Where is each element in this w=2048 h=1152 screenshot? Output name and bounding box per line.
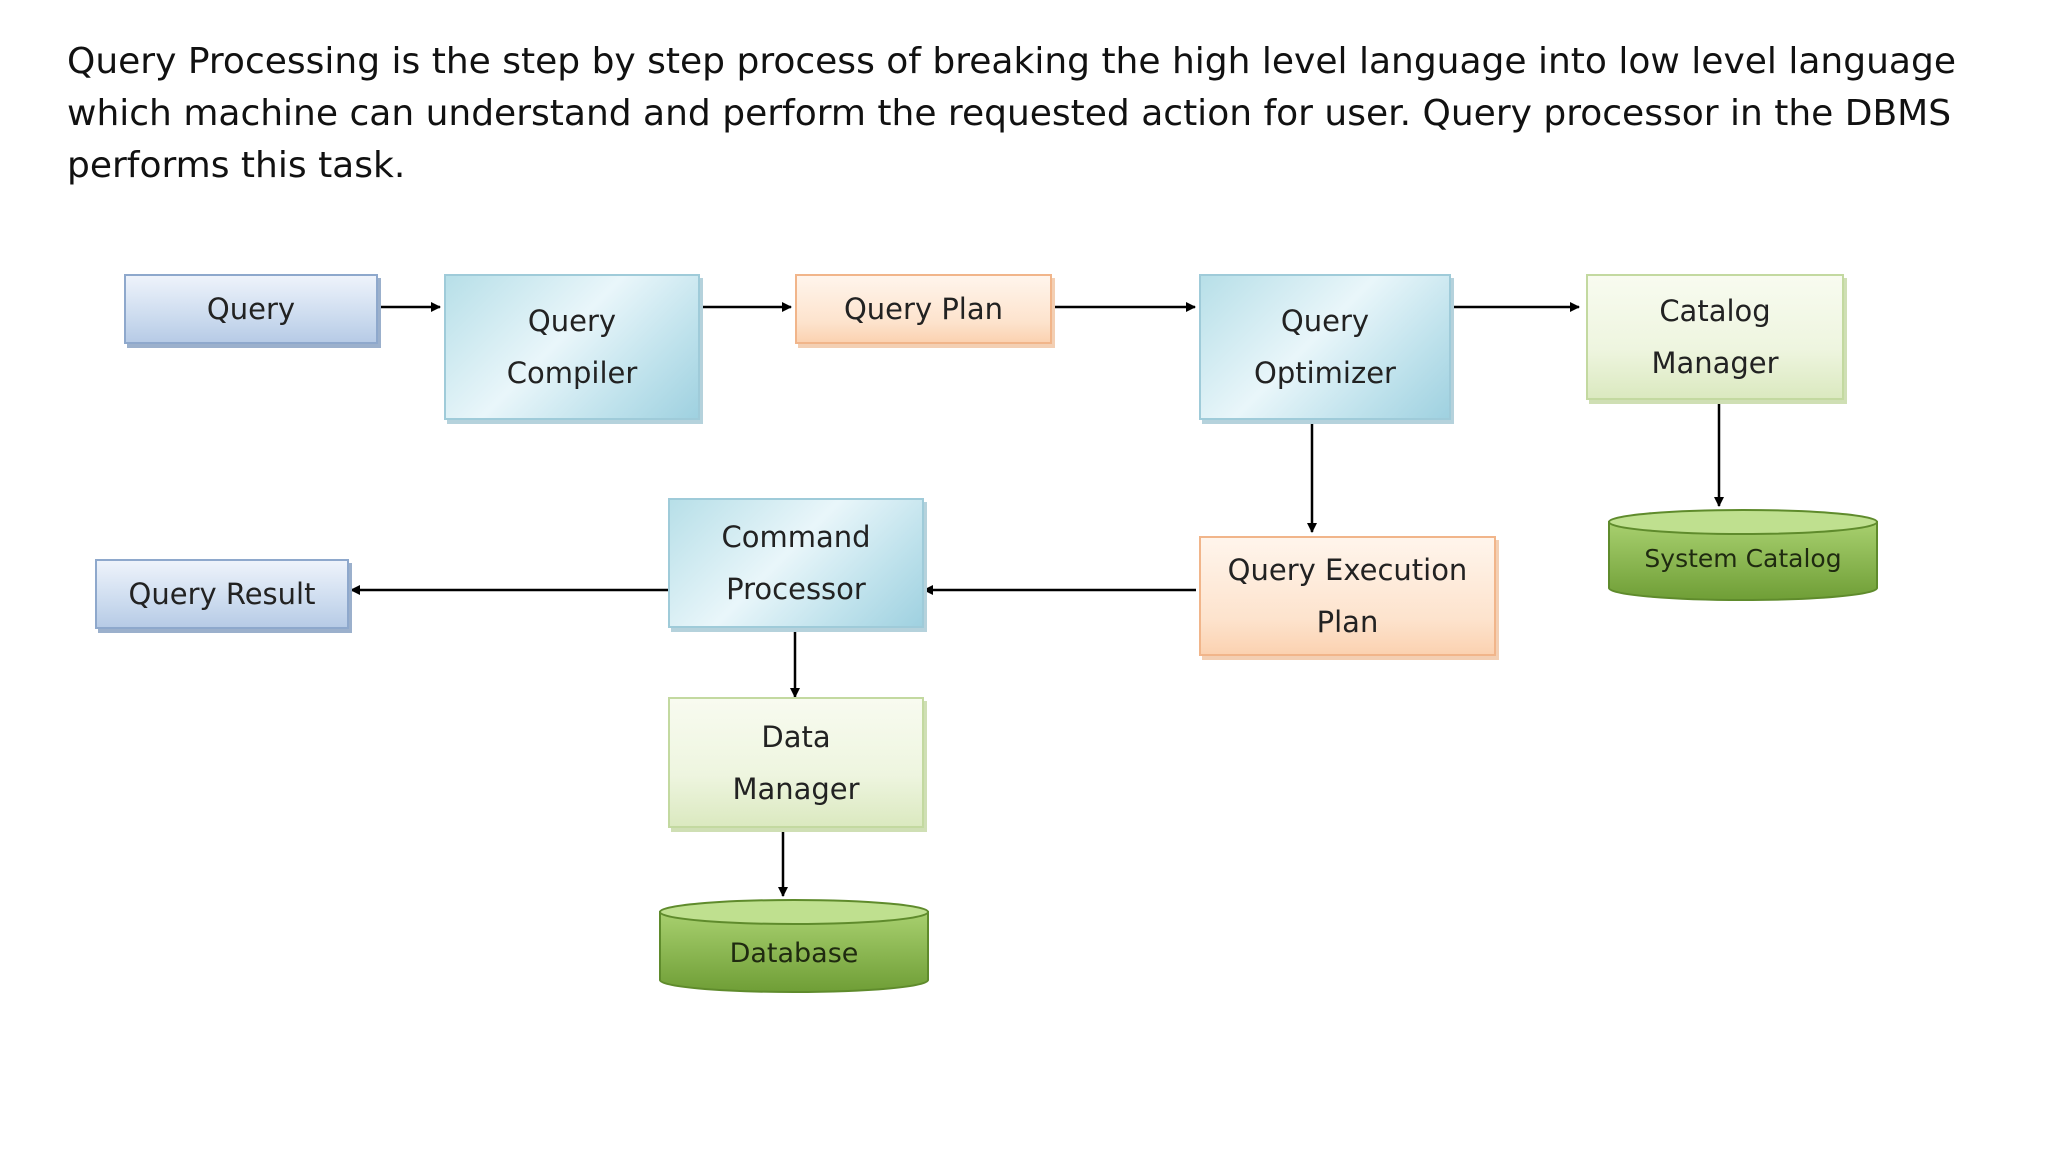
node-catalog-manager: Catalog Manager (1586, 274, 1844, 400)
node-system-catalog-label: System Catalog (1644, 544, 1842, 573)
node-query-execution-plan-label: Query Execution Plan (1227, 553, 1468, 639)
node-command-processor-label: Command Processor (721, 520, 871, 606)
node-query-label: Query (206, 292, 296, 326)
node-query-plan-label: Query Plan (843, 292, 1004, 326)
node-system-catalog: System Catalog (1607, 508, 1879, 604)
cylinder-shape (659, 899, 929, 993)
node-data-manager: Data Manager (668, 697, 924, 828)
node-query-optimizer: Query Optimizer (1199, 274, 1451, 420)
node-query-compiler: Query Compiler (444, 274, 700, 420)
node-database: Database (658, 898, 930, 996)
node-query-compiler-label: Query Compiler (506, 304, 638, 390)
node-query-result-label: Query Result (128, 577, 316, 611)
node-query-plan: Query Plan (795, 274, 1052, 344)
cylinder-shape (1608, 509, 1878, 601)
intro-paragraph: Query Processing is the step by step pro… (67, 41, 1956, 186)
node-query: Query (124, 274, 378, 344)
node-query-execution-plan: Query Execution Plan (1199, 536, 1496, 656)
node-query-optimizer-label: Query Optimizer (1254, 304, 1396, 390)
node-catalog-manager-label: Catalog Manager (1651, 294, 1779, 380)
node-data-manager-label: Data Manager (732, 719, 860, 806)
node-query-result: Query Result (95, 559, 349, 629)
node-command-processor: Command Processor (668, 498, 924, 628)
node-database-label: Database (729, 938, 859, 969)
